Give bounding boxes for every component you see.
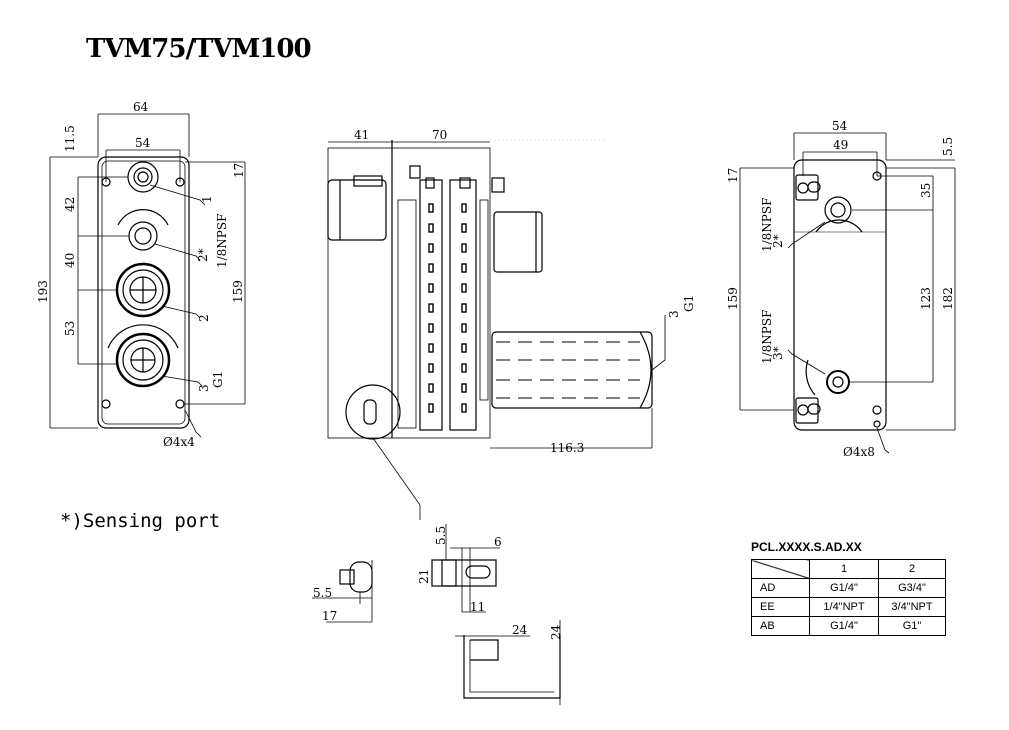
callout-holes-right: Ø4x8: [843, 445, 875, 459]
table-cell: 1/4"NPT: [809, 597, 879, 617]
dim-11-5: 11.5: [63, 125, 77, 152]
table-cell: G3/4": [878, 578, 946, 598]
drawing-title: TVM75/TVM100: [86, 34, 312, 64]
table-row: AD G1/4" G3/4": [751, 578, 946, 598]
callout-1: 1: [200, 195, 214, 203]
detail-dim-11: 11: [470, 600, 485, 614]
dim-40: 40: [63, 253, 77, 268]
table-row: EE 1/4"NPT 3/4"NPT: [751, 597, 946, 617]
callout-holes: Ø4x4: [163, 435, 195, 449]
table-cell: G1/4": [809, 578, 879, 598]
dim-70: 70: [432, 128, 447, 142]
detail-dim-17: 17: [322, 609, 337, 623]
table-header-row: 1 2: [751, 559, 946, 579]
callout-npsf-2: 1/8NPSF: [760, 198, 774, 252]
dim-64: 64: [133, 100, 149, 114]
middle-view: [327, 139, 666, 520]
table-cell: G1/4": [809, 616, 879, 636]
dim-123: 123: [919, 287, 933, 310]
dim-49: 49: [833, 138, 848, 152]
detail-dim-6: 6: [494, 535, 502, 549]
callout-g1: G1: [211, 371, 225, 388]
detail-views: [312, 524, 561, 705]
dim-54: 54: [135, 136, 151, 150]
dim-17-right: 17: [726, 168, 740, 183]
callout-3-mid: 3: [667, 310, 681, 318]
sensing-port-note: *)Sensing port: [60, 510, 221, 532]
dim-159-right: 159: [726, 287, 740, 310]
table-corner-cell: [751, 559, 810, 579]
code-table-title: PCL.XXXX.S.AD.XX: [751, 540, 862, 554]
right-view: [739, 132, 956, 454]
code-table: 1 2 AD G1/4" G3/4" EE 1/4"NPT 3/4"NPT AB…: [751, 559, 946, 636]
callout-3-star: 3*: [771, 346, 785, 360]
dim-41: 41: [354, 128, 369, 142]
table-cell: G1": [878, 616, 946, 636]
table-cell: AB: [751, 616, 810, 636]
callout-2: 2: [197, 314, 211, 322]
detail-dim-5-5-a: 5.5: [434, 526, 448, 545]
dim-42: 42: [63, 197, 77, 212]
dim-193: 193: [36, 280, 50, 303]
detail-dim-21: 21: [417, 569, 431, 584]
table-cell: EE: [751, 597, 810, 617]
dim-53: 53: [63, 321, 77, 336]
dim-5-5-right: 5.5: [941, 137, 955, 156]
callout-3: 3: [197, 384, 211, 392]
dim-54-right: 54: [832, 119, 848, 133]
callout-2-star-right: 2*: [771, 234, 785, 248]
dim-17: 17: [232, 163, 246, 178]
left-view: [49, 113, 246, 438]
table-header-2: 2: [878, 559, 946, 579]
dim-35: 35: [919, 183, 933, 198]
detail-dim-24-a: 24: [512, 623, 528, 637]
callout-g1-mid: G1: [682, 295, 696, 312]
callout-2-star: 2*: [196, 248, 210, 262]
table-row: AB G1/4" G1": [751, 616, 946, 636]
callout-npsf-3: 1/8NPSF: [760, 310, 774, 364]
table-cell: AD: [751, 578, 810, 598]
callout-npsf: 1/8NPSF: [215, 214, 229, 268]
table-header-1: 1: [809, 559, 879, 579]
dim-159: 159: [231, 280, 245, 303]
dim-182: 182: [941, 287, 955, 310]
dim-116-3: 116.3: [550, 441, 584, 455]
detail-dim-5-5-b: 5.5: [313, 586, 332, 600]
detail-dim-24-b: 24: [549, 624, 563, 640]
table-cell: 3/4"NPT: [878, 597, 946, 617]
